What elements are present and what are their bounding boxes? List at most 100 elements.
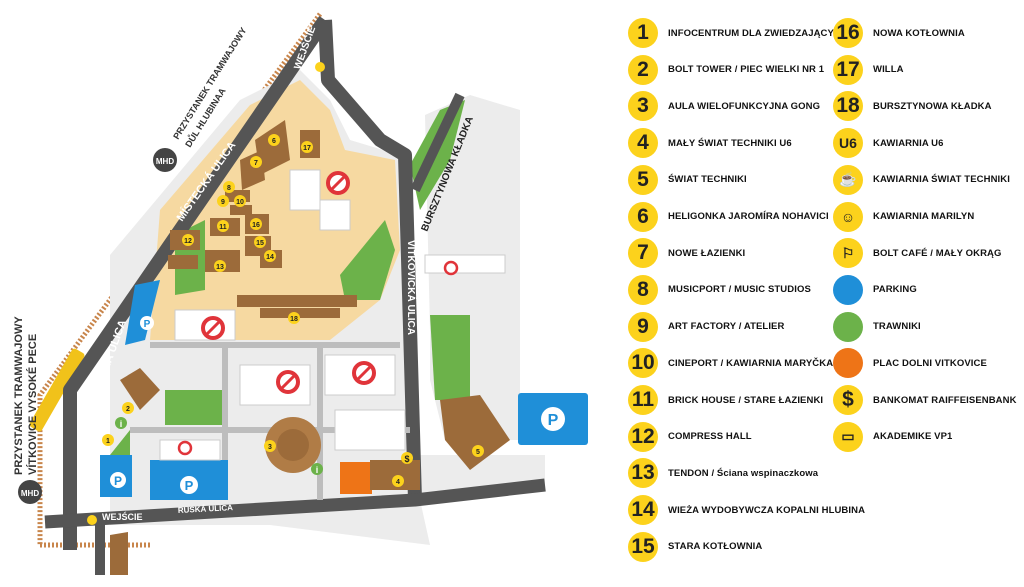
poi-marker-label: 11: [219, 224, 227, 231]
poi-marker[interactable]: 18: [288, 312, 300, 324]
legend-item: 3 AULA WIELOFUNKCYJNA GONG: [628, 91, 821, 122]
street-label-vitkovicka: VÍTKOVICKÁ ULICA: [405, 240, 418, 335]
road-entrance-top: [318, 19, 422, 501]
tram-stop-left-line2: VÍTKOVICE VYSOKÉ PECE: [26, 334, 39, 475]
poi-marker[interactable]: 9: [217, 195, 229, 207]
legend-label: BURSZTYNOWA KŁADKA: [873, 100, 992, 112]
legend-badge: 3: [628, 91, 658, 122]
legend-item: TRAWNIKI: [833, 311, 921, 342]
legend-color-swatch: [833, 274, 863, 305]
plac-dolni-vitkovice: [340, 462, 372, 494]
legend-label: COMPRESS HALL: [668, 431, 752, 443]
legend-item: ⚐BOLT CAFÉ / MAŁY OKRĄG: [833, 238, 1002, 269]
legend-label: ART FACTORY / ATELIER: [668, 321, 785, 333]
legend-color-swatch: [833, 311, 863, 342]
poi-marker-label: 18: [290, 316, 298, 323]
info-icon: i i: [115, 417, 323, 475]
mhd-badge-top: MHD: [153, 148, 177, 172]
tram-stop-left-line1: PRZYSTANEK TRAMWAJOWY: [13, 316, 25, 475]
legend-label: MUSICPORT / MUSIC STUDIOS: [668, 284, 811, 296]
legend-item: 8 MUSICPORT / MUSIC STUDIOS: [628, 274, 811, 305]
legend-badge: ▭: [833, 421, 863, 452]
road-ruska: [44, 478, 546, 529]
park-center: [340, 220, 395, 300]
svg-text:P: P: [548, 412, 559, 429]
legend-label: BRICK HOUSE / STARE ŁAZIENKI: [668, 394, 824, 406]
poi-marker[interactable]: 1: [102, 434, 114, 446]
legend-label: KAWIARNIA ŚWIAT TECHNIKI: [873, 174, 1010, 186]
legend-label: KAWIARNIA MARILYN: [873, 211, 975, 222]
poi-marker[interactable]: 6: [268, 134, 280, 146]
poi-marker[interactable]: 13: [214, 260, 226, 272]
poi-marker[interactable]: 3: [264, 440, 276, 452]
svg-text:P: P: [185, 478, 194, 493]
poi-marker-label: 12: [184, 238, 192, 245]
poi-marker[interactable]: 4: [392, 475, 404, 487]
legend-label: NOWA KOTŁOWNIA: [873, 27, 965, 39]
poi-marker-label: 8: [227, 185, 231, 192]
site-beige-top: [150, 80, 400, 340]
poi-marker-label: 14: [266, 254, 274, 261]
poi-marker-label: 2: [126, 406, 130, 413]
legend-label: BOLT TOWER / PIEC WIELKI NR 1: [668, 64, 825, 76]
entrance-arrow-icons: [87, 62, 325, 525]
legend-label: BANKOMAT RAIFFEISENBANK: [873, 394, 1017, 406]
poi-marker[interactable]: 7: [250, 156, 262, 168]
street-label-ruska: RUSKÁ ULICA: [178, 503, 234, 515]
svg-text:$: $: [404, 454, 409, 464]
poi-marker-label: 5: [476, 449, 480, 456]
legend-label: ŚWIAT TECHNIKI: [668, 174, 747, 186]
legend-badge: 6: [628, 201, 658, 232]
legend-label: STARA KOTŁOWNIA: [668, 541, 763, 553]
legend-badge: 11: [628, 385, 658, 415]
poi-marker[interactable]: 17: [301, 141, 313, 153]
poi-marker[interactable]: 15: [254, 236, 266, 248]
legend-badge: 8: [628, 274, 658, 305]
legend-label: AULA WIELOFUNKCYJNA GONG: [668, 100, 821, 112]
legend-badge: 2: [628, 54, 658, 85]
tram-icon: [29, 348, 85, 432]
legend-item: 10 CINEPORT / KAWIARNIA MARYČKA: [628, 348, 834, 379]
poi-marker-label: 16: [252, 222, 260, 229]
svg-text:MHD: MHD: [21, 489, 39, 498]
road-bursztynowa: [410, 92, 465, 193]
legend-badge: 9: [628, 311, 658, 342]
poi-marker-label: 6: [272, 138, 276, 145]
legend-label: AKADEMIKE VP1: [873, 431, 953, 443]
poi-marker[interactable]: 8: [223, 181, 235, 193]
poi-marker[interactable]: 12: [182, 234, 194, 246]
svg-text:P: P: [114, 474, 122, 488]
poi-marker-label: 17: [303, 145, 311, 152]
poi-marker-label: 15: [256, 240, 264, 247]
poi-marker[interactable]: 2: [122, 402, 134, 414]
legend-item: PARKING: [833, 274, 917, 305]
legend-item: ▭ AKADEMIKE VP1: [833, 421, 953, 452]
poi-marker[interactable]: 10: [234, 195, 246, 207]
poi-marker[interactable]: 14: [264, 250, 276, 262]
legend-badge: $: [833, 385, 863, 415]
legend-badge: 10: [628, 348, 658, 379]
no-entry-icons: [177, 171, 459, 456]
poi-marker[interactable]: 11: [217, 220, 229, 232]
legend-label: HELIGONKA JAROMÍRA NOHAVICI: [668, 211, 829, 222]
svg-text:i: i: [316, 465, 319, 475]
park-east: [430, 315, 470, 400]
parking-labels: P P P P: [110, 316, 565, 494]
legend-badge: ⚐: [833, 238, 863, 269]
poi-marker[interactable]: 5: [472, 445, 484, 457]
poi-marker[interactable]: 16: [250, 218, 262, 230]
legend-item: 6 HELIGONKA JAROMÍRA NOHAVICI: [628, 201, 829, 232]
legend-item: ☺KAWIARNIA MARILYN: [833, 201, 975, 232]
legend-label: CINEPORT / KAWIARNIA MARYČKA: [668, 357, 834, 369]
poi-marker-label: 10: [236, 199, 244, 206]
